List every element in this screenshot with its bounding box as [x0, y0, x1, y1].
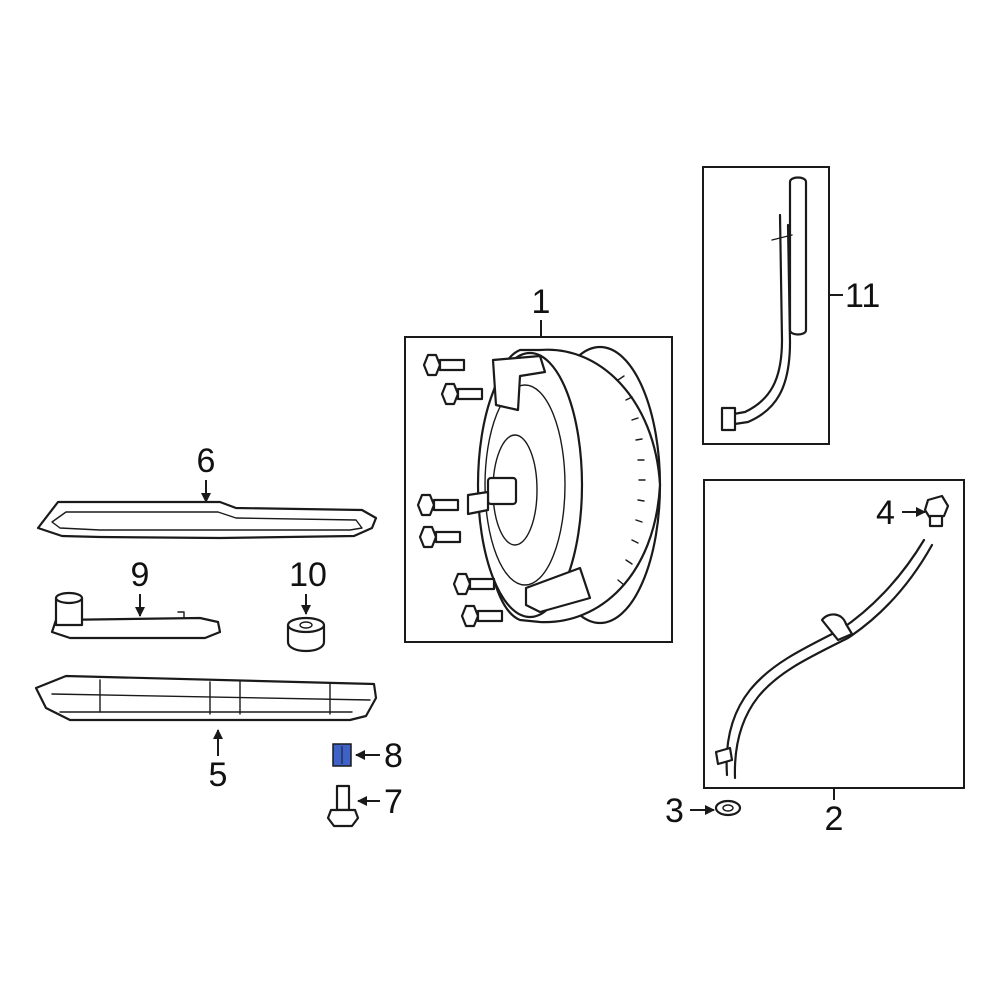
- oil-pan: [34, 674, 378, 722]
- callout-11-label[interactable]: 11: [845, 277, 880, 315]
- callout-2-label[interactable]: 2: [825, 800, 844, 838]
- callout-7-label[interactable]: 7: [384, 783, 403, 821]
- filter-group[interactable]: 9: [50, 556, 222, 640]
- callout-6-label[interactable]: 6: [197, 442, 216, 480]
- callout-5-label[interactable]: 5: [209, 756, 228, 794]
- pan-gasket-group[interactable]: 6: [36, 442, 378, 540]
- oil-pan-group[interactable]: 5: [34, 674, 378, 794]
- torque-converter-group[interactable]: 1: [404, 283, 673, 643]
- callout-8-label[interactable]: 8: [384, 737, 403, 775]
- callout-10-label[interactable]: 10: [289, 556, 327, 594]
- fill-tube-group[interactable]: 2 4: [703, 479, 965, 838]
- torque-converter-box: [404, 336, 673, 643]
- highlighted-part-group[interactable]: 8: [332, 737, 403, 775]
- dipstick: [720, 176, 808, 432]
- pan-bolt-group[interactable]: 7: [326, 783, 403, 828]
- o-ring-group[interactable]: 3: [665, 792, 742, 830]
- fill-tube-cap: [923, 494, 950, 528]
- callout-1-label[interactable]: 1: [532, 283, 551, 321]
- transmission-filter: [50, 591, 222, 640]
- converter-bolts: [416, 353, 504, 628]
- callout-3-label[interactable]: 3: [665, 792, 684, 830]
- torque-converter: [466, 345, 662, 625]
- magnet: [286, 616, 326, 653]
- dipstick-group[interactable]: 11: [702, 166, 880, 445]
- pan-gasket: [36, 500, 378, 540]
- dipstick-box: [702, 166, 830, 445]
- pan-bolt: [326, 784, 360, 828]
- fill-tube: [714, 538, 934, 780]
- o-ring: [714, 799, 742, 817]
- callout-9-label[interactable]: 9: [131, 556, 150, 594]
- callout-4-label[interactable]: 4: [876, 494, 895, 532]
- magnet-group[interactable]: 10: [286, 556, 327, 653]
